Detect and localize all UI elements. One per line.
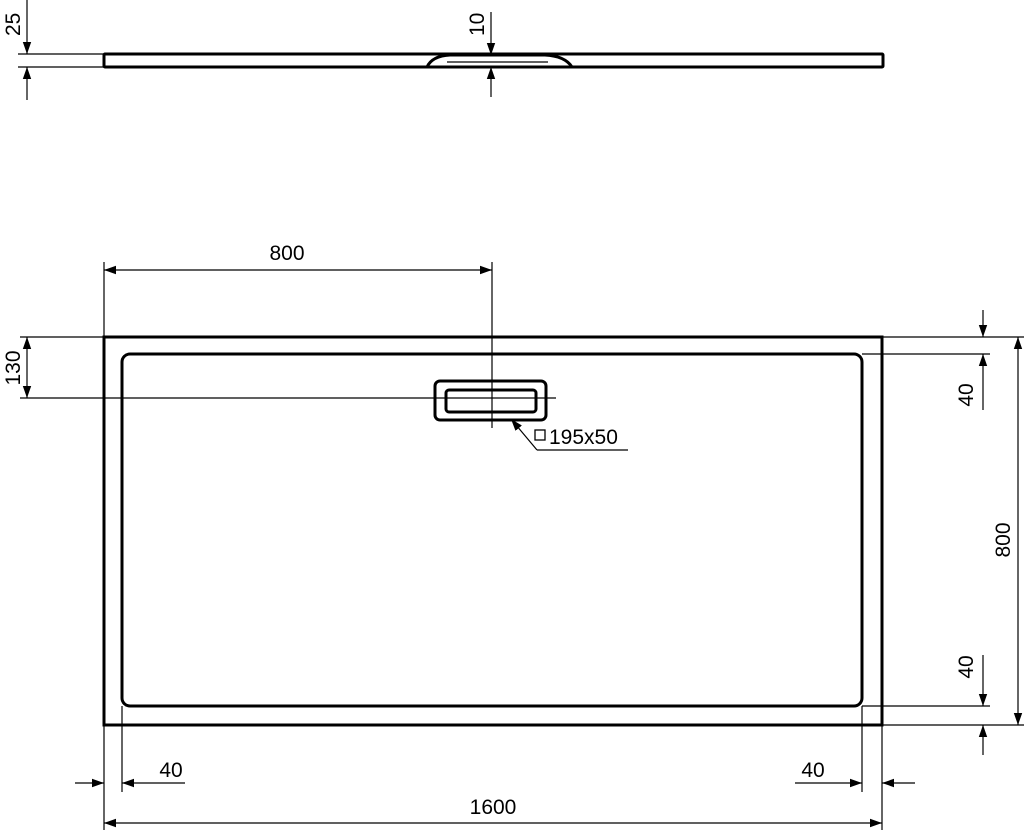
dimension-40-bottom: 40 bbox=[862, 655, 990, 755]
drain-outer bbox=[433, 379, 548, 422]
drain-side-profile bbox=[425, 53, 574, 68]
dimension-25: 25 bbox=[2, 0, 104, 100]
dimension-40-left: 40 bbox=[75, 706, 185, 830]
drain-size-callout: 195x50 bbox=[510, 418, 628, 451]
dimension-label: 40 bbox=[955, 383, 978, 406]
dimension-40-top: 40 bbox=[862, 310, 990, 410]
dimension-label: 25 bbox=[2, 13, 25, 36]
dimension-10: 10 bbox=[466, 12, 496, 97]
dimension-40-right: 40 bbox=[795, 706, 915, 830]
dimension-label: 130 bbox=[2, 350, 25, 385]
dimension-label: 40 bbox=[159, 759, 182, 782]
dimension-1600: 1600 bbox=[104, 796, 882, 828]
dimension-label: 800 bbox=[992, 522, 1015, 557]
side-view: 25 10 bbox=[2, 0, 885, 100]
dimension-label: 40 bbox=[955, 655, 978, 678]
dimension-800-depth: 800 bbox=[882, 336, 1024, 726]
plan-view: 800 130 195x50 800 40 bbox=[2, 242, 1024, 830]
dimension-label: 10 bbox=[466, 13, 489, 36]
dimension-130: 130 bbox=[2, 336, 556, 399]
dimension-label: 1600 bbox=[470, 796, 517, 819]
drain-inner bbox=[444, 388, 538, 414]
dimension-800-drain: 800 bbox=[103, 242, 493, 428]
dimension-label: 800 bbox=[269, 242, 304, 265]
tray-outline bbox=[102, 335, 884, 727]
dimension-label: 40 bbox=[801, 759, 824, 782]
square-symbol-icon bbox=[534, 429, 546, 441]
dimension-label: 195x50 bbox=[549, 426, 618, 449]
